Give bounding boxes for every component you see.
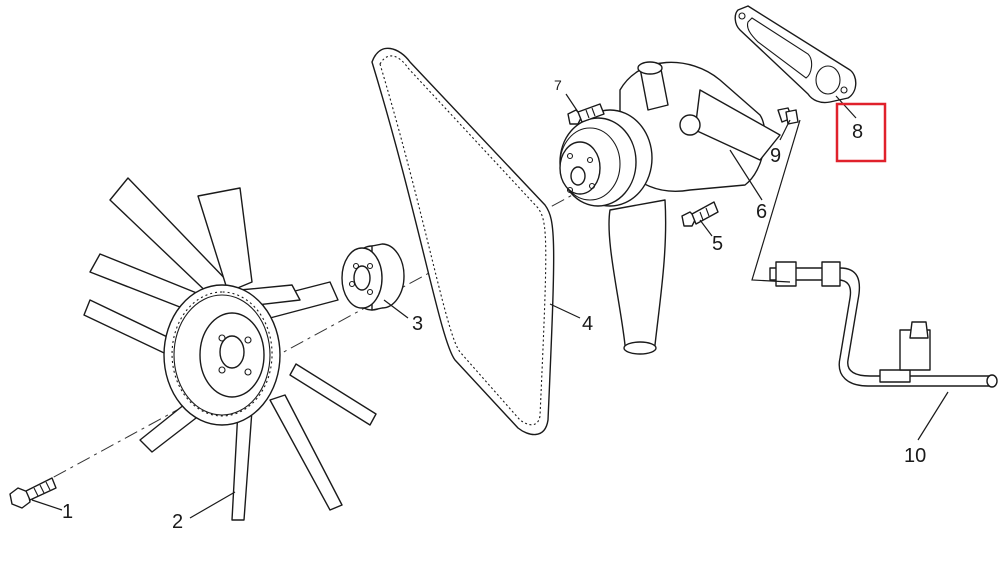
callout-7: 7 bbox=[554, 77, 562, 93]
callout-9: 9 bbox=[770, 145, 781, 167]
fan-ring-teeth bbox=[171, 291, 273, 417]
callout-2: 2 bbox=[172, 511, 183, 533]
bolt[interactable] bbox=[9, 477, 57, 509]
leader-9 bbox=[779, 119, 791, 141]
callout-5: 5 bbox=[712, 233, 723, 255]
leader-8 bbox=[835, 95, 857, 119]
callout-6: 6 bbox=[756, 201, 767, 223]
fan[interactable] bbox=[83, 177, 377, 521]
leader-3 bbox=[383, 299, 409, 319]
fitting[interactable] bbox=[777, 107, 799, 125]
leader-5 bbox=[699, 219, 713, 237]
highlight-box bbox=[835, 102, 887, 163]
bolt-pump-lower[interactable] bbox=[681, 201, 719, 227]
callout-3: 3 bbox=[412, 313, 423, 335]
leader-10 bbox=[917, 391, 949, 441]
leader-4 bbox=[549, 303, 581, 319]
leader-7 bbox=[565, 93, 579, 113]
callout-10: 10 bbox=[904, 445, 926, 467]
callout-4: 4 bbox=[582, 313, 593, 335]
leader-1 bbox=[31, 499, 63, 511]
pulley-hub[interactable] bbox=[341, 243, 405, 311]
leader-6 bbox=[729, 149, 763, 201]
water-pump[interactable] bbox=[559, 61, 781, 355]
callout-8: 8 bbox=[852, 121, 863, 143]
pump-outline-connector bbox=[751, 119, 801, 283]
coolant-pipe[interactable] bbox=[769, 261, 998, 388]
callout-1: 1 bbox=[62, 501, 73, 523]
gasket[interactable] bbox=[734, 5, 857, 104]
leader-2 bbox=[189, 491, 236, 519]
drive-belt[interactable] bbox=[371, 47, 555, 436]
bolt-pump-upper[interactable] bbox=[567, 103, 605, 125]
